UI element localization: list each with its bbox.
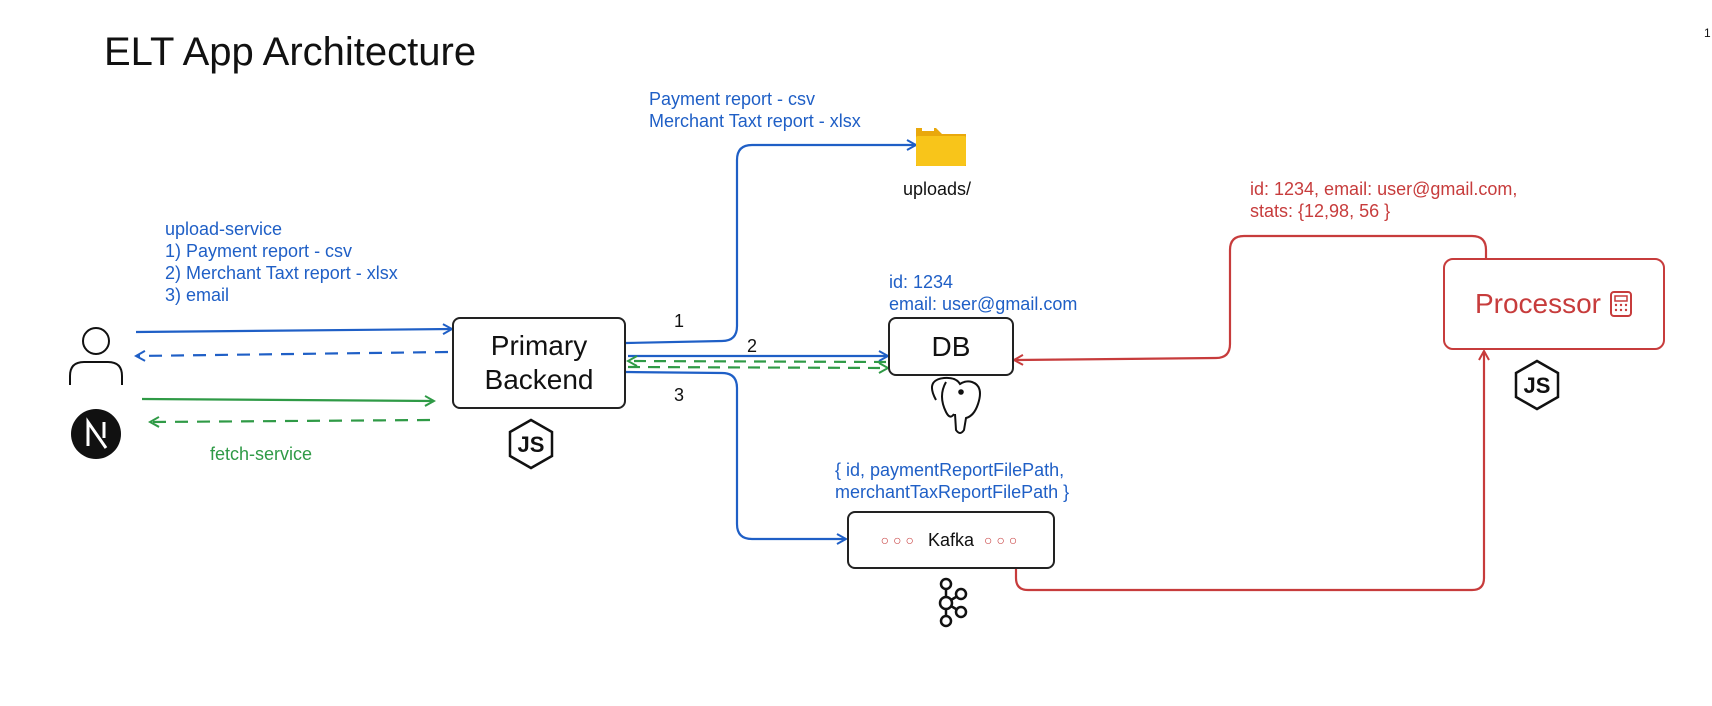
nodejs-logo-icon-backend: JS — [508, 418, 554, 470]
corner-mark: 1 — [1704, 26, 1711, 40]
fetch-service-label: fetch-service — [210, 444, 313, 464]
arrow-number-1: 1 — [674, 311, 685, 331]
processor-to-db-arrow — [1014, 234, 1488, 360]
arrow-number-3: 3 — [674, 385, 685, 405]
kafka-to-processor-arrow — [1014, 351, 1484, 592]
arrow-number-2: 2 — [747, 336, 758, 356]
kafka-logo-icon — [938, 577, 968, 628]
arrow-to-kafka — [625, 370, 846, 539]
user-icon — [69, 327, 123, 385]
uploads-note-line1: Payment report - csv — [649, 89, 816, 109]
upload-item-2: 2) Merchant Taxt report - xlsx — [165, 263, 398, 283]
diagram-title: ELT App Architecture — [104, 30, 477, 74]
fetch-request-arrow — [141, 399, 434, 401]
kafka-queue-dots-left: ○○○ — [880, 532, 918, 548]
processor-label: Processor — [1474, 288, 1602, 319]
primary-backend-line2: Backend — [484, 364, 594, 395]
db-note-line1: id: 1234 — [889, 272, 954, 292]
arrow-to-uploads — [625, 145, 916, 345]
folder-icon — [916, 128, 966, 166]
nodejs-logo-icon-processor: JS — [1514, 359, 1560, 411]
db-label: DB — [931, 330, 971, 362]
upload-item-1: 1) Payment report - csv — [165, 241, 353, 261]
kafka-queue-dots-right: ○○○ — [984, 532, 1022, 548]
kafka-note-line2: merchantTaxReportFilePath } — [835, 482, 1070, 502]
db-note-line2: email: user@gmail.com — [889, 294, 1078, 314]
processor-box: Processor — [1443, 258, 1665, 350]
upload-response-arrow — [136, 352, 449, 356]
svg-text:JS: JS — [518, 432, 545, 457]
upload-service-label: upload-service — [165, 219, 283, 239]
db-box: DB — [888, 317, 1014, 376]
kafka-note-line1: { id, paymentReportFilePath, — [835, 460, 1065, 480]
backend-to-db-dashed — [627, 367, 888, 368]
nextjs-logo-icon — [71, 409, 121, 459]
primary-backend-box: Primary Backend — [452, 317, 626, 409]
primary-backend-line1: Primary — [490, 330, 588, 361]
kafka-label: Kafka — [927, 529, 975, 550]
kafka-box: ○○○ Kafka ○○○ — [847, 511, 1055, 569]
uploads-note-line2: Merchant Taxt report - xlsx — [649, 111, 861, 131]
upload-request-arrow — [135, 329, 452, 332]
postgres-elephant-icon — [930, 376, 981, 434]
db-to-backend-arrow — [628, 361, 887, 362]
uploads-folder-label: uploads/ — [903, 179, 972, 199]
processor-note-line2: stats: {12,98, 56 } — [1250, 201, 1391, 221]
upload-item-3: 3) email — [165, 285, 230, 305]
calculator-icon — [1610, 291, 1633, 317]
fetch-response-arrow — [150, 420, 431, 422]
processor-note-line1: id: 1234, email: user@gmail.com, — [1250, 179, 1518, 199]
svg-text:JS: JS — [1524, 373, 1551, 398]
